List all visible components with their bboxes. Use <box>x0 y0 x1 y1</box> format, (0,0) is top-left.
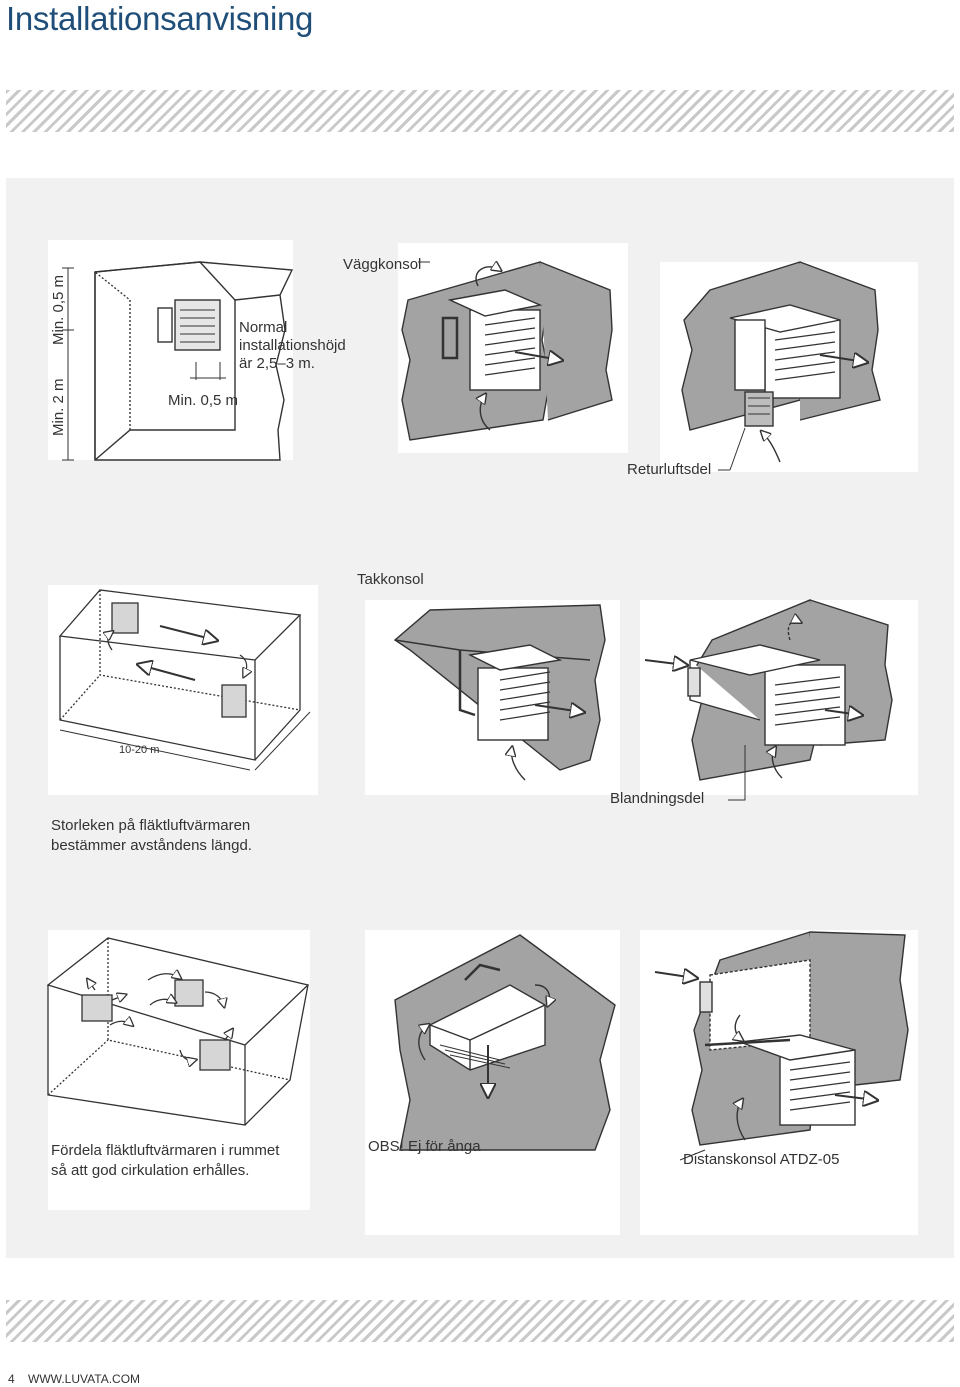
normal-height-line-2: installationshöjd <box>239 337 346 354</box>
distance-hall-figure <box>48 585 318 795</box>
clearance-room-figure <box>48 240 294 461</box>
normal-height-line-3: är 2,5–3 m. <box>239 355 315 372</box>
top-stripe <box>6 90 954 132</box>
page-title: Installationsanvisning <box>6 0 314 37</box>
footer-page-number: 4 <box>8 1372 15 1386</box>
size-note-line-2: bestämmer avståndens längd. <box>51 837 252 854</box>
bottom-stripe <box>6 1300 954 1342</box>
no-steam-label: OBS! Ej för ånga <box>368 1138 481 1155</box>
wall-bracket-figure <box>398 243 628 453</box>
distribute-note-line-1: Fördela fläktluftvärmaren i rummet <box>51 1142 280 1159</box>
normal-height-line-1: Normal <box>239 319 288 336</box>
size-note-line-1: Storleken på fläktluftvärmaren <box>51 817 251 834</box>
mixing-part-figure <box>640 599 918 801</box>
ceiling-bracket-figure <box>365 600 620 795</box>
distance-label: 10-20 m <box>119 744 160 756</box>
ceiling-bracket-label: Takkonsol <box>357 571 424 588</box>
min-05-horizontal-label: Min. 0,5 m <box>168 392 239 409</box>
distance-bracket-figure <box>640 930 918 1235</box>
distribution-hall-figure <box>46 930 310 1210</box>
ceiling-downflow-figure <box>365 930 620 1235</box>
footer: 4 WWW.LUVATA.COM <box>8 1372 140 1386</box>
distance-bracket-label: Distanskonsol ATDZ-05 <box>683 1151 840 1168</box>
min-05-vertical-label: Min. 0,5 m <box>50 274 67 345</box>
wall-bracket-label: Väggkonsol <box>343 256 422 273</box>
footer-url[interactable]: WWW.LUVATA.COM <box>28 1372 141 1386</box>
distribute-note-line-2: så att god cirkulation erhålles. <box>51 1162 250 1179</box>
return-air-label: Returluftsdel <box>627 461 712 478</box>
min-2-vertical-label: Min. 2 m <box>50 378 67 436</box>
return-air-figure <box>660 261 918 472</box>
mixing-part-label: Blandningsdel <box>610 790 705 807</box>
